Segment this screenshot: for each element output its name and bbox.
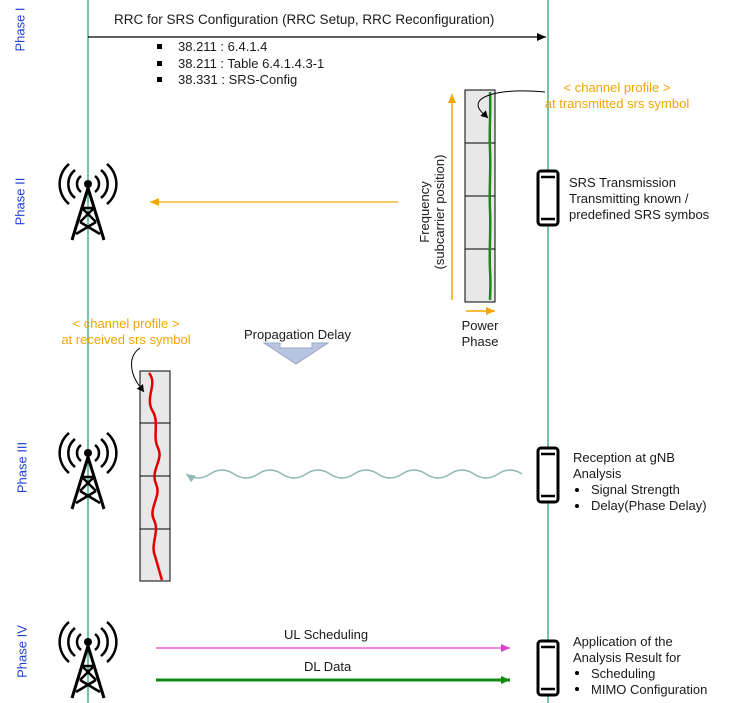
phase-label: Phase III — [14, 441, 30, 494]
dl-data-label: DL Data — [304, 659, 352, 674]
rx-profile-label: < channel profile > — [72, 316, 180, 331]
application-title: Analysis Result for — [573, 650, 681, 665]
propagation-delay-arrow — [262, 342, 330, 365]
reception-bullet: Signal Strength — [591, 482, 680, 497]
application-bullet: MIMO Configuration — [591, 682, 708, 697]
propagation-delay-label: Propagation Delay — [244, 327, 351, 342]
ue-phone-icon — [536, 639, 560, 697]
ue-phone-icon — [536, 446, 560, 504]
srs-tx-text: SRS Transmission — [569, 175, 676, 190]
phase-label: Phase IV — [14, 625, 30, 678]
tx-profile-label: at transmitted srs symbol — [544, 96, 690, 111]
rrc-bullet: 38.211 : 6.4.1.4 — [178, 39, 268, 54]
bullet-dot — [575, 504, 579, 508]
reception-title: Reception at gNB — [573, 450, 675, 465]
phase-label: Phase I — [12, 7, 28, 52]
phase-axis-label: Phase — [461, 334, 499, 349]
rrc-bullet: 38.211 : Table 6.4.1.4.3-1 — [178, 56, 325, 71]
application-bullet: Scheduling — [591, 666, 656, 681]
reception-bullet: Delay(Phase Delay) — [591, 498, 707, 513]
tx-callout-line — [477, 90, 546, 119]
signal-wave — [185, 469, 523, 483]
reception-title: Analysis — [573, 466, 622, 481]
phase-label: Phase II — [12, 177, 28, 226]
rx-profile-label: at received srs symbol — [61, 332, 191, 347]
bullet-dot — [575, 671, 579, 675]
power-label: Power — [461, 318, 499, 333]
bullet-square — [157, 44, 162, 49]
rx-channel-curve — [147, 372, 164, 581]
srs-tx-text: predefined SRS symbos — [569, 207, 710, 222]
rx-callout-line — [131, 347, 145, 393]
rrc-bullet: 38.331 : SRS-Config — [178, 72, 298, 87]
tx-channel-curve — [488, 91, 492, 301]
bullet-dot — [575, 687, 579, 691]
bullet-square — [157, 77, 162, 82]
bullet-square — [157, 61, 162, 66]
tx-profile-label: < channel profile > — [563, 80, 671, 95]
application-title: Application of the — [573, 634, 673, 649]
frequency-axis-label: Frequency (subcarrier position) — [417, 154, 447, 270]
ul-scheduling-label: UL Scheduling — [284, 627, 369, 642]
bullet-dot — [575, 488, 579, 492]
ue-phone-icon — [536, 169, 560, 227]
srs-tx-text: Transmitting known / — [569, 191, 689, 206]
rrc-title: RRC for SRS Configuration (RRC Setup, RR… — [114, 12, 495, 27]
